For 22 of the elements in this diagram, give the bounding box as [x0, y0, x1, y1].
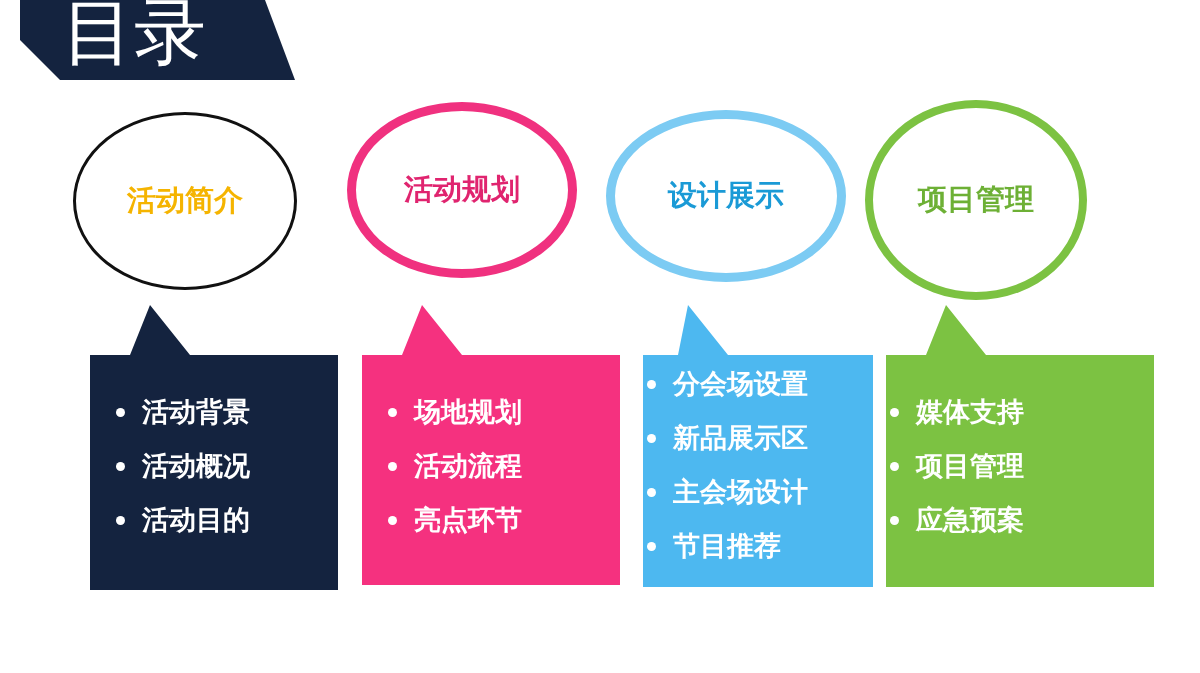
list-item: 活动目的	[142, 504, 250, 535]
list-item: 应急预案	[916, 504, 1024, 535]
heading: 项目管理	[918, 181, 1034, 218]
list-item: 活动背景	[142, 396, 250, 427]
list-item: 活动流程	[414, 450, 522, 481]
list-item: 活动概况	[142, 450, 250, 481]
heading: 设计展示	[668, 177, 784, 214]
list-item: 亮点环节	[414, 504, 522, 535]
heading: 活动规划	[404, 171, 520, 208]
callout-box	[362, 305, 620, 585]
callout-box	[643, 305, 873, 587]
heading: 活动简介	[127, 182, 243, 219]
list-item: 新品展示区	[673, 422, 808, 453]
title: 目录	[62, 0, 206, 72]
list-item: 分会场设置	[673, 368, 808, 399]
callout-box	[90, 305, 338, 590]
list-item: 媒体支持	[916, 396, 1024, 427]
list-item: 主会场设计	[673, 476, 808, 507]
list-item: 节目推荐	[673, 530, 781, 561]
callout-box	[886, 305, 1154, 587]
list-item: 场地规划	[414, 396, 522, 427]
list-item: 项目管理	[916, 450, 1024, 481]
